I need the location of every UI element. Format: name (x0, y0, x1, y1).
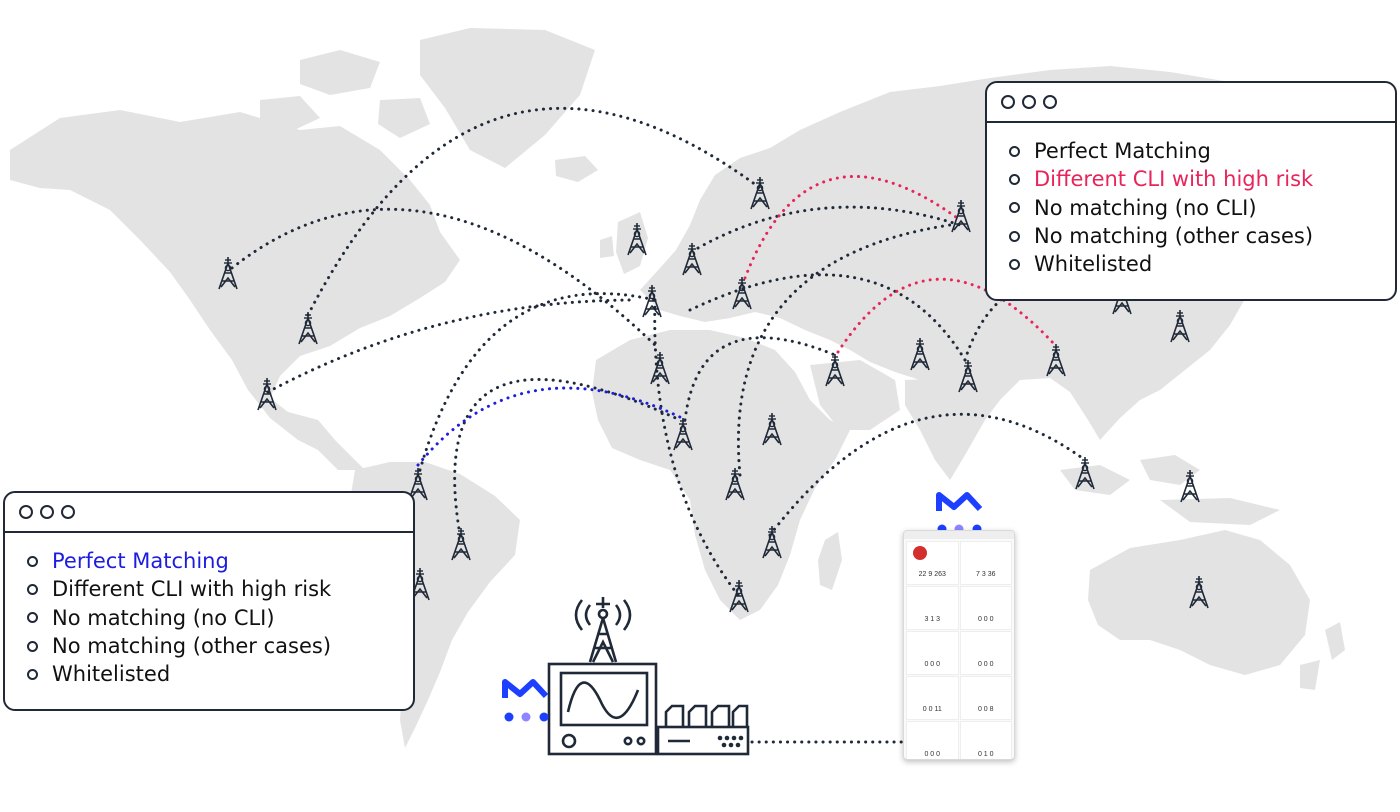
legend-item: Whitelisted (27, 660, 413, 688)
legend-item: No matching (other cases) (1009, 222, 1395, 250)
north-america (10, 110, 460, 470)
bullet-icon (27, 583, 38, 595)
dashboard-card: 7 3 36 (959, 541, 1012, 585)
dashboard-card-values: 0 1 0 (977, 751, 994, 758)
window-control-dot (1001, 95, 1015, 109)
bullet-icon (27, 555, 38, 567)
legend-label: Whitelisted (1034, 252, 1153, 277)
window-titlebar (987, 83, 1395, 123)
bullet-icon (27, 668, 38, 680)
dashboard-card: 0 0 0 (906, 631, 959, 675)
legend-window-right: Perfect Matching Different CLI with high… (985, 81, 1397, 301)
legend-item: Different CLI with high risk (1009, 165, 1395, 193)
dashboard-card-values: 7 3 36 (976, 571, 996, 578)
dashboard-card: 0 1 0 (959, 721, 1012, 759)
dashboard-card: 22 9 263 (906, 541, 959, 585)
brand-logo-icon (502, 679, 549, 722)
legend-label: Different CLI with high risk (52, 577, 332, 602)
bullet-icon (27, 640, 38, 652)
legend-item: No matching (other cases) (27, 632, 413, 660)
legend-item: Perfect Matching (27, 547, 413, 575)
window-control-dot (1022, 95, 1036, 109)
window-control-dot (19, 505, 33, 519)
alert-icon (913, 546, 927, 560)
dashboard-card-values: 0 0 8 (977, 706, 994, 713)
legend-label: Whitelisted (52, 662, 171, 687)
legend-label: Different CLI with high risk (1034, 167, 1314, 192)
bullet-icon (1009, 145, 1020, 157)
bullet-icon (27, 612, 38, 624)
dashboard-card: 0 0 0 (906, 721, 959, 759)
dashboard-card-values: 22 9 263 (918, 571, 946, 578)
black-routes (230, 106, 1122, 597)
new-zealand (1300, 622, 1345, 690)
legend-label: Perfect Matching (52, 549, 229, 574)
dashboard-card-values: 0 0 0 (977, 616, 994, 623)
legend-label: No matching (other cases) (52, 634, 332, 659)
dashboard-card: 0 0 0 (959, 631, 1012, 675)
legend-label: Perfect Matching (1034, 139, 1211, 164)
bullet-icon (1009, 258, 1020, 270)
legend-label: No matching (other cases) (1034, 224, 1314, 249)
dashboard-card-values: 0 0 0 (977, 661, 994, 668)
bullet-icon (1009, 173, 1020, 185)
dashboard-card: 0 0 8 (959, 676, 1012, 720)
canadian-arctic-islands (260, 50, 430, 138)
window-control-dot (40, 505, 54, 519)
bullet-icon (1009, 230, 1020, 242)
probe-port-dots (717, 735, 744, 748)
legend-item: Perfect Matching (1009, 137, 1395, 165)
dashboard-card-values: 0 0 0 (924, 751, 941, 758)
high-risk-routes (743, 174, 1057, 354)
window-control-dot (1043, 95, 1057, 109)
british-isles (600, 212, 648, 274)
dashboard-topbar (904, 531, 1014, 539)
bullet-icon (1009, 202, 1020, 214)
legend-item: No matching (no CLI) (1009, 194, 1395, 222)
window-titlebar (5, 493, 413, 533)
iceland (555, 156, 598, 182)
dashboard-card: 0 0 11 (906, 676, 959, 720)
legend-list: Perfect Matching Different CLI with high… (987, 123, 1395, 278)
legend-item: No matching (no CLI) (27, 604, 413, 632)
greenland (420, 28, 595, 168)
dashboard-card-values: 0 0 0 (924, 661, 941, 668)
window-control-dot (61, 505, 75, 519)
dashboard-card: 0 0 0 (959, 586, 1012, 630)
legend-item: Whitelisted (1009, 250, 1395, 278)
brand-logo-icon (936, 492, 983, 534)
australia (1088, 530, 1310, 675)
southeast-asia-islands (1060, 455, 1280, 525)
dashboard-screen: 22 9 263 7 3 36 3 1 3 0 0 0 0 0 0 0 0 0 0 0 11… (903, 530, 1015, 760)
dashboard-card-values: 0 0 11 (922, 706, 942, 713)
madagascar (818, 532, 842, 590)
legend-window-left: Perfect Matching Different CLI with high… (3, 491, 415, 711)
monitoring-probe-icon (547, 597, 750, 756)
legend-list: Perfect Matching Different CLI with high… (5, 533, 413, 688)
dashboard-card-values: 3 1 3 (924, 616, 941, 623)
india (905, 378, 990, 480)
perfect-matching-route (416, 386, 684, 467)
legend-label: No matching (no CLI) (1034, 195, 1257, 220)
legend-label: No matching (no CLI) (52, 605, 275, 630)
africa (592, 330, 850, 620)
legend-item: Different CLI with high risk (27, 575, 413, 603)
dashboard-grid: 22 9 263 7 3 36 3 1 3 0 0 0 0 0 0 0 0 0 0 0 11… (904, 539, 1014, 759)
dashboard-card: 3 1 3 (906, 586, 959, 630)
